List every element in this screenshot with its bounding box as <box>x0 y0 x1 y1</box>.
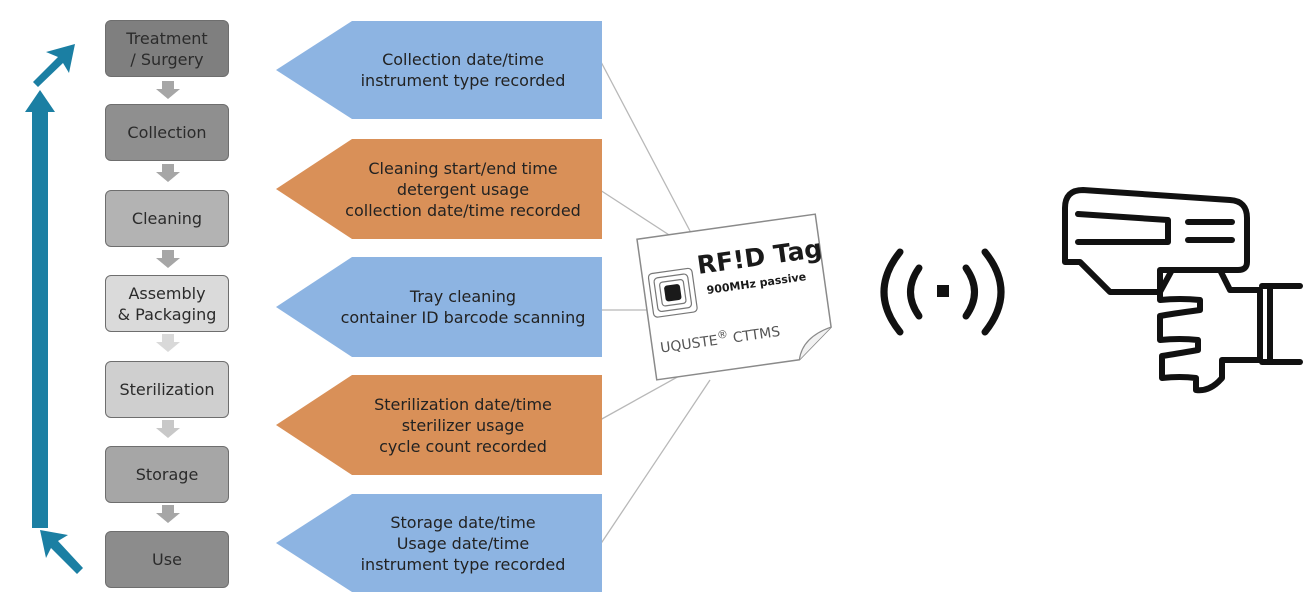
cycle-arrow-top-head <box>33 44 75 87</box>
scanner-head <box>1062 187 1250 295</box>
cycle-arrow-shaft <box>25 90 55 528</box>
step-connector-arrow <box>156 250 180 268</box>
callout-text: Sterilization date/time sterilizer usage… <box>374 394 552 456</box>
signal-center-dot <box>937 285 949 297</box>
signal-wave-left-inner <box>907 264 923 320</box>
step-treatment-surgery: Treatment / Surgery <box>105 20 229 77</box>
step-label: Collection <box>127 123 207 142</box>
step-storage: Storage <box>105 446 229 503</box>
callout-text: Collection date/time instrument type rec… <box>360 50 566 90</box>
callout-text: Cleaning start/end time detergent usage … <box>345 158 581 220</box>
callout-text: Tray cleaning container ID barcode scann… <box>340 287 586 327</box>
callout-text: Storage date/time Usage date/time instru… <box>360 512 566 574</box>
cycle-arrow-bottom-tail <box>40 530 83 574</box>
step-label: Storage <box>135 465 199 484</box>
signal-wave-right-outer <box>981 248 1005 336</box>
leader-line <box>599 379 711 546</box>
step-assembly-packaging: Assembly & Packaging <box>105 275 229 332</box>
callout-assembly <box>276 257 602 357</box>
step-label: Cleaning <box>131 209 203 228</box>
step-connector-arrow <box>156 420 180 438</box>
callout-storage-use <box>276 494 602 592</box>
step-connectors <box>156 81 180 523</box>
rfid-chip-icon <box>647 267 698 318</box>
signal-wave-left-outer <box>880 248 904 336</box>
scanner-screen <box>1075 211 1171 245</box>
rfid-tag-card: RF!D Tag 900MHz passive UQUSTE® CTTMS <box>630 209 841 384</box>
callout-cleaning <box>276 139 602 239</box>
step-label: Use <box>152 550 182 569</box>
signal-wave-right-inner <box>962 264 978 320</box>
step-label: Assembly & Packaging <box>117 283 217 324</box>
cycle-arrow-icon <box>25 44 83 574</box>
callout-sterilization <box>276 375 602 475</box>
step-sterilization: Sterilization <box>105 361 229 418</box>
leader-line <box>599 59 701 251</box>
scanner-hand <box>1157 267 1263 394</box>
step-cleaning: Cleaning <box>105 190 229 247</box>
step-label: Treatment / Surgery <box>126 28 208 69</box>
step-connector-arrow <box>156 164 180 182</box>
step-connector-arrow <box>156 334 180 352</box>
step-use: Use <box>105 531 229 588</box>
step-connector-arrow <box>156 505 180 523</box>
callout-collection <box>276 21 602 119</box>
step-collection: Collection <box>105 104 229 161</box>
rfid-tag-shape <box>636 213 832 381</box>
step-label: Sterilization <box>119 380 215 399</box>
leader-line <box>599 369 691 421</box>
step-connector-arrow <box>156 81 180 99</box>
